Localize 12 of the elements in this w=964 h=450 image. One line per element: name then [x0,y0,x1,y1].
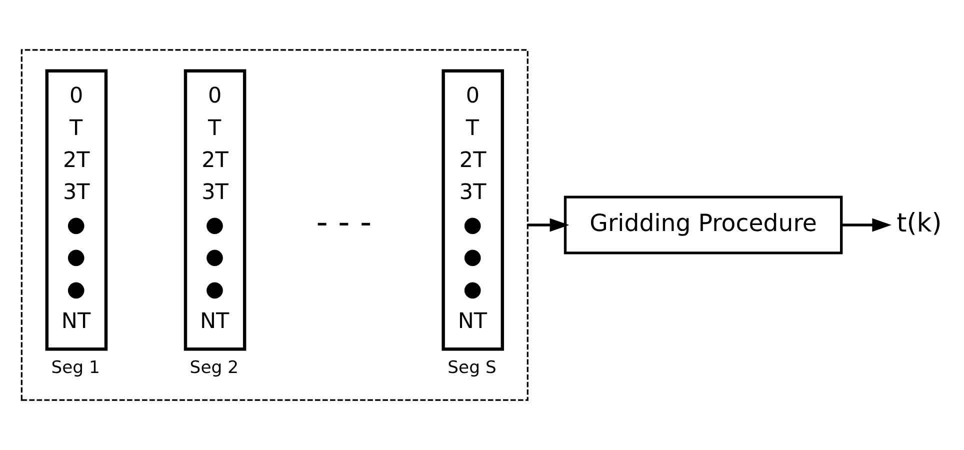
node-box: 0 T 2T 3T ● ● ● NT [184,69,246,351]
node-box: Gridding Procedure [564,196,843,254]
node-label: Seg S [448,358,496,378]
node-box: 0 T 2T 3T ● ● ● NT [45,69,108,351]
label: - - - [316,203,372,242]
arrow [842,218,892,232]
node-label: Seg 2 [190,358,239,378]
node-label: Seg 1 [51,358,100,378]
node-text: t(k) [896,208,942,239]
cluster [20,49,528,401]
arrow [528,218,570,232]
node-box: 0 T 2T 3T ● ● ● NT [442,69,504,351]
